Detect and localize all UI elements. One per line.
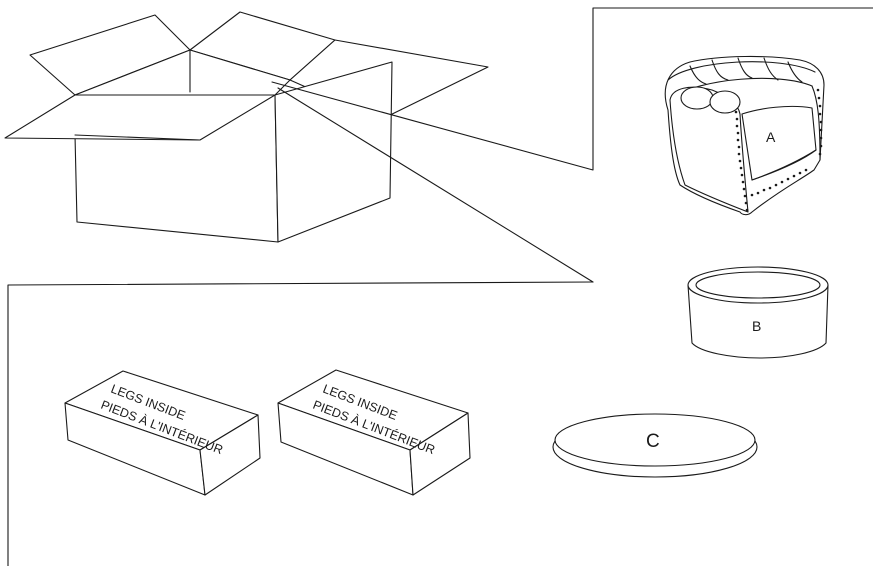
ottoman-base-body [687, 284, 829, 359]
carton-side-face [274, 61, 393, 243]
armchair-arm [669, 86, 749, 213]
cushion-top [554, 413, 756, 467]
leg-box-1-side [199, 414, 261, 496]
shipping-carton [4, 11, 489, 243]
armchair-label: A [766, 129, 776, 145]
callout-to-legs [277, 87, 594, 283]
ottoman-base-rim [687, 266, 829, 304]
cushion-part-c: C [552, 413, 758, 478]
callout-frame-lower [7, 281, 594, 566]
carton-front-flap [4, 94, 276, 141]
armchair-part-a: A [664, 55, 825, 216]
leg-box-1: LEGS INSIDE PIEDS À L'INTÉRIEUR [64, 370, 261, 496]
ottoman-base-label: B [752, 318, 761, 334]
ottoman-base-part-b: B [687, 266, 829, 359]
cushion-label: C [646, 431, 660, 452]
callout-lines [7, 7, 873, 566]
leg-box-2-side [409, 412, 471, 496]
callout-to-parts [271, 7, 873, 171]
leg-box-2: LEGS INSIDE PIEDS À L'INTÉRIEUR [277, 369, 471, 496]
armchair-nailheads [734, 88, 823, 212]
